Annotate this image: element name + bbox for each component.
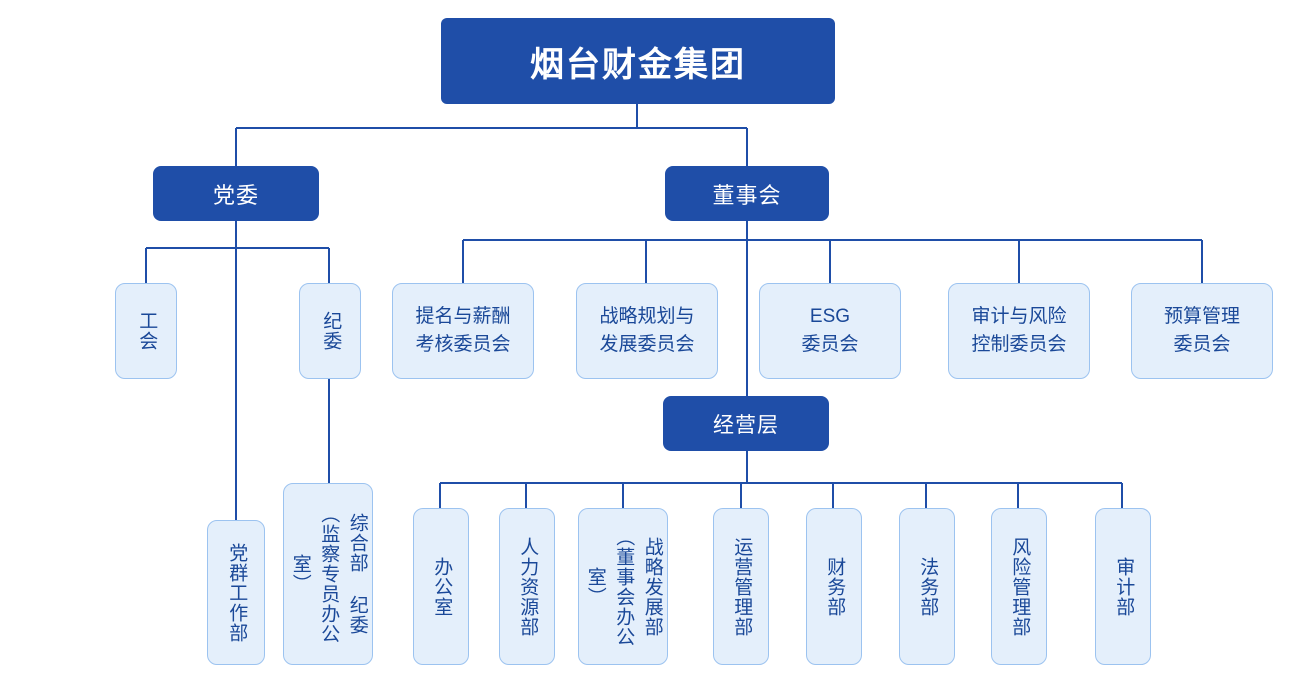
node-board-of-directors-label: 董事会 xyxy=(712,182,782,208)
node-dept-risk-management-label: 风险管理部 xyxy=(1009,536,1031,637)
node-dept-office[interactable]: 办公室 xyxy=(413,508,469,665)
node-nomination-compensation-committee-label: 提名与薪酬 考核委员会 xyxy=(415,306,511,355)
node-dept-strategy-development[interactable]: 战略发展部（董事会办公室） xyxy=(578,508,668,665)
node-audit-risk-control-committee-label: 审计与风险 控制委员会 xyxy=(971,306,1067,355)
node-general-office-discipline-label: 综合部 纪委（监察专员办公室） xyxy=(289,504,368,644)
node-esg-committee[interactable]: ESG 委员会 xyxy=(759,283,901,379)
node-root-group[interactable]: 烟台财金集团 xyxy=(441,18,835,104)
node-dept-strategy-development-label: 战略发展部（董事会办公室） xyxy=(584,526,663,647)
node-dept-legal-affairs-label: 法务部 xyxy=(917,556,939,617)
node-party-mass-work-dept-label: 党群工作部 xyxy=(226,542,248,643)
node-labor-union[interactable]: 工会 xyxy=(115,283,177,379)
node-audit-risk-control-committee[interactable]: 审计与风险 控制委员会 xyxy=(948,283,1090,379)
node-budget-management-committee[interactable]: 预算管理 委员会 xyxy=(1131,283,1273,379)
node-management-level-label: 经营层 xyxy=(713,413,779,437)
node-dept-human-resources[interactable]: 人力资源部 xyxy=(499,508,555,665)
node-esg-committee-label: ESG 委员会 xyxy=(801,306,859,355)
node-dept-legal-affairs[interactable]: 法务部 xyxy=(899,508,955,665)
node-general-office-discipline[interactable]: 综合部 纪委（监察专员办公室） xyxy=(283,483,373,665)
node-board-of-directors[interactable]: 董事会 xyxy=(665,166,829,221)
node-budget-management-committee-label: 预算管理 委员会 xyxy=(1163,306,1240,355)
node-discipline-committee-label: 纪委 xyxy=(320,311,342,351)
node-nomination-compensation-committee[interactable]: 提名与薪酬 考核委员会 xyxy=(392,283,534,379)
node-dept-finance[interactable]: 财务部 xyxy=(806,508,862,665)
node-dept-finance-label: 财务部 xyxy=(824,556,846,617)
node-strategy-planning-development-committee-label: 战略规划与 发展委员会 xyxy=(599,306,695,355)
node-dept-operations-management-label: 运营管理部 xyxy=(731,536,753,637)
node-management-level[interactable]: 经营层 xyxy=(663,396,829,451)
node-strategy-planning-development-committee[interactable]: 战略规划与 发展委员会 xyxy=(576,283,718,379)
node-root-label: 烟台财金集团 xyxy=(530,45,746,84)
node-party-committee[interactable]: 党委 xyxy=(153,166,319,221)
node-party-mass-work-dept[interactable]: 党群工作部 xyxy=(207,520,265,665)
node-labor-union-label: 工会 xyxy=(136,311,158,351)
node-dept-office-label: 办公室 xyxy=(431,556,453,617)
node-dept-audit-label: 审计部 xyxy=(1113,556,1135,617)
node-party-committee-label: 党委 xyxy=(212,182,259,208)
node-dept-audit[interactable]: 审计部 xyxy=(1095,508,1151,665)
node-dept-human-resources-label: 人力资源部 xyxy=(517,536,539,637)
node-discipline-committee[interactable]: 纪委 xyxy=(299,283,361,379)
node-dept-risk-management[interactable]: 风险管理部 xyxy=(991,508,1047,665)
node-dept-operations-management[interactable]: 运营管理部 xyxy=(713,508,769,665)
